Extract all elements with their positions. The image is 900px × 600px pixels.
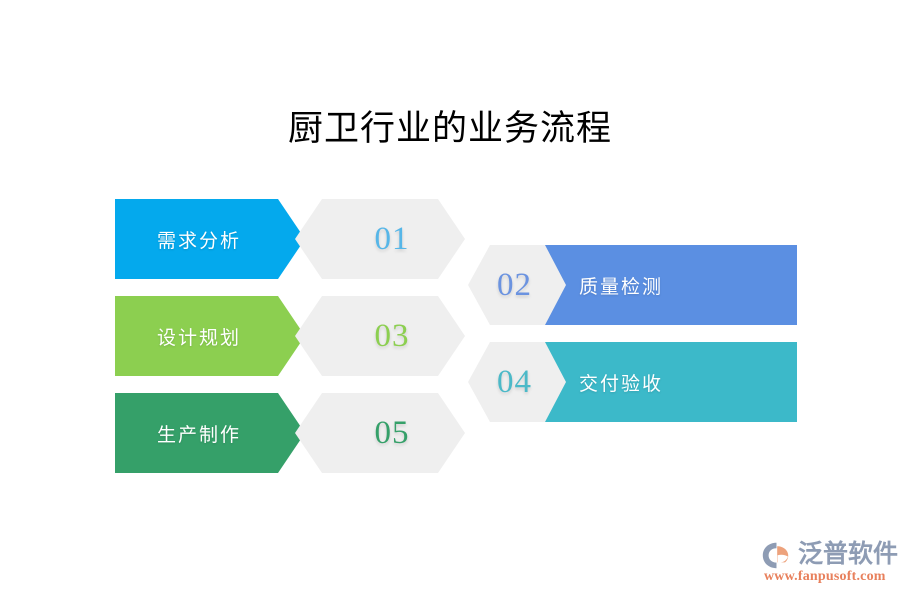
fanpu-logo-icon	[762, 542, 796, 569]
flow-bar-04[interactable]: 交付验收	[545, 342, 797, 422]
flow-label-05: 生产制作	[156, 424, 241, 446]
flow-label-04: 交付验收	[579, 373, 664, 395]
page-title: 厨卫行业的业务流程	[287, 109, 612, 148]
brand-name: 泛普软件	[798, 541, 899, 568]
flow-number-04: 04	[497, 363, 532, 400]
flow-hexagon-01[interactable]: 01	[295, 199, 465, 279]
flow-bar-03[interactable]: 设计规划	[115, 296, 305, 376]
flow-number-03: 03	[374, 317, 410, 354]
flow-bar-01[interactable]: 需求分析	[115, 199, 305, 279]
flow-number-05: 05	[374, 414, 410, 451]
brand-url: www.fanpusoft.com	[764, 569, 886, 584]
flow-bar-02[interactable]: 质量检测	[545, 245, 797, 325]
flow-number-02: 02	[497, 266, 532, 303]
flow-number-01: 01	[374, 220, 410, 257]
flow-step-01[interactable]: 需求分析 01	[0, 199, 900, 279]
flow-hexagon-05[interactable]: 05	[295, 393, 465, 473]
flow-step-05[interactable]: 生产制作 05	[0, 393, 900, 473]
flow-label-01: 需求分析	[156, 230, 241, 252]
flow-label-03: 设计规划	[156, 327, 241, 349]
flow-step-04[interactable]: 04 交付验收	[0, 342, 900, 422]
brand-logo: 泛普软件 www.fanpusoft.com	[762, 540, 898, 586]
flow-step-03[interactable]: 设计规划 03	[0, 296, 900, 376]
flow-bar-05[interactable]: 生产制作	[115, 393, 305, 473]
flow-label-02: 质量检测	[579, 276, 664, 298]
flow-step-02[interactable]: 02 质量检测	[0, 245, 900, 325]
flow-hexagon-03[interactable]: 03	[295, 296, 465, 376]
